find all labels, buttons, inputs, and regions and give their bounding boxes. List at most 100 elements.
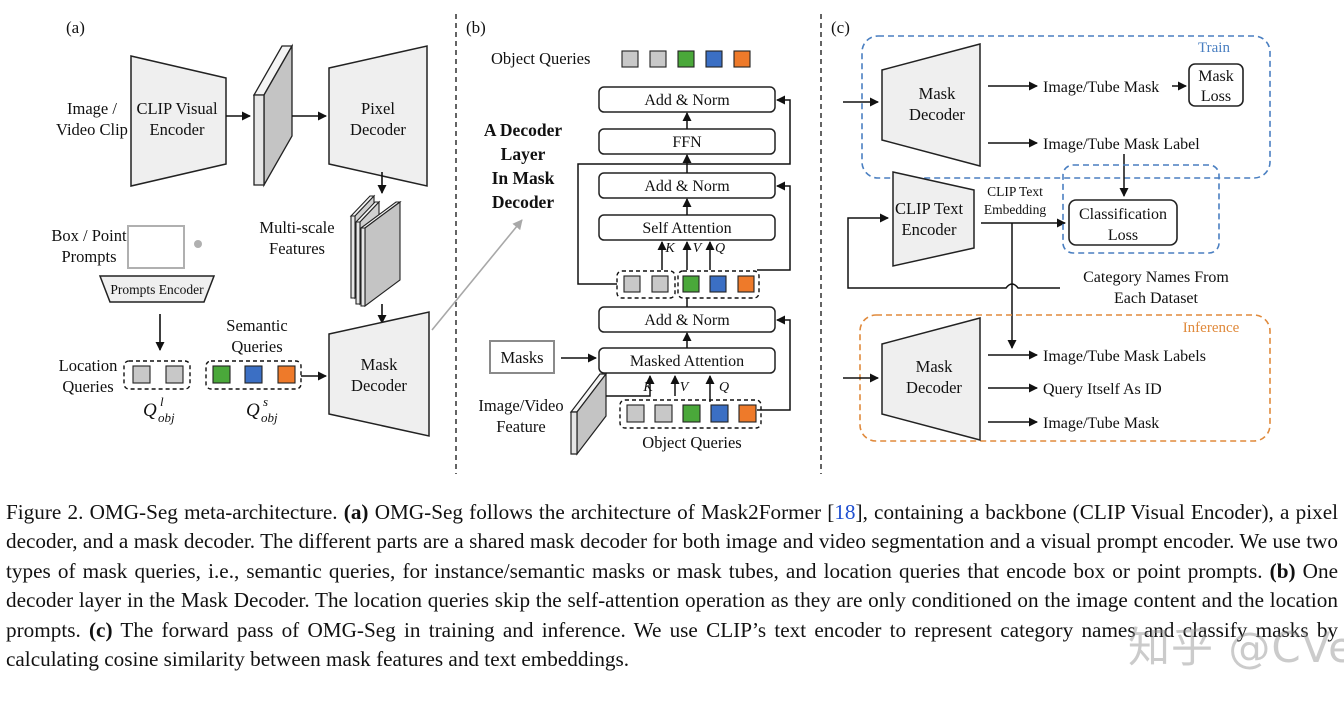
location-queries-group xyxy=(123,360,191,390)
classification-loss-line2: Loss xyxy=(1108,227,1138,244)
input-label-line2: Video Clip xyxy=(56,120,128,139)
caption-text-b: One decoder layer in the Mask Decoder. T… xyxy=(6,558,1338,642)
point-prompt-dot xyxy=(194,240,202,248)
add-norm-low-label: Add & Norm xyxy=(644,312,730,329)
clip-text-encoder-block xyxy=(892,171,975,267)
ffn-label: FFN xyxy=(672,134,702,151)
output-query-token xyxy=(649,50,667,68)
cls-loss-region xyxy=(1062,164,1220,254)
prompts-encoder-label: Prompts Encoder xyxy=(110,282,204,297)
middle-query-token xyxy=(709,275,727,293)
semantic-queries-line1: Semantic xyxy=(226,316,287,335)
input-query-token xyxy=(654,404,673,423)
middle-semantic-queries-group xyxy=(677,270,760,299)
image-video-feature-slab xyxy=(569,372,608,456)
output-query-token xyxy=(733,50,751,68)
clip-text-embedding-line1: CLIP Text xyxy=(987,184,1043,199)
add-norm-mid-label: Add & Norm xyxy=(644,178,730,195)
feature-label-line1: Image/Video xyxy=(478,396,563,415)
middle-query-token xyxy=(682,275,700,293)
backbone-feature-map xyxy=(252,43,294,188)
clip-visual-encoder-block xyxy=(130,55,227,187)
panel-c: (c) Train Mask Decoder Image/Tube Mask M… xyxy=(831,18,1271,442)
train-label: Train xyxy=(1198,40,1230,56)
inference-out-query-id: Query Itself As ID xyxy=(1043,381,1162,398)
caption-reference-link[interactable]: 18 xyxy=(834,500,856,524)
location-queries-line2: Queries xyxy=(62,377,113,396)
omg-seg-architecture-figure: (a) Image / Video Clip CLIP Visual Encod… xyxy=(51,14,1271,474)
masked-attn-v-label: V xyxy=(680,380,690,395)
clip-visual-encoder-line2: Encoder xyxy=(150,120,205,139)
mask-decoder-line1: Mask xyxy=(361,355,398,374)
bottom-object-queries-group xyxy=(619,399,762,429)
middle-query-token xyxy=(651,275,669,293)
caption-text-a1: OMG-Seg follows the architecture of Mask… xyxy=(368,500,835,524)
semantic-query-token-orange xyxy=(277,365,296,384)
inference-label: Inference xyxy=(1183,320,1240,336)
feature-label-line2: Feature xyxy=(496,417,545,436)
inference-mask-decoder-line1: Mask xyxy=(916,357,953,376)
masked-attn-q-label: Q xyxy=(719,380,729,395)
mask-loss-box xyxy=(1188,63,1244,107)
self-attn-v-label: V xyxy=(693,241,703,256)
output-query-token xyxy=(705,50,723,68)
q-semantic-symbol: Q xyxy=(246,400,260,421)
classification-loss-box xyxy=(1068,199,1178,246)
input-label-line1: Image / xyxy=(67,99,117,118)
mask-decoder-line2: Decoder xyxy=(351,376,407,395)
masks-box xyxy=(489,340,555,374)
q-location-sub: obj xyxy=(158,410,175,425)
semantic-queries-group xyxy=(205,360,302,390)
caption-text-a2: ], containing a backbone (CLIP Visual En… xyxy=(6,500,1338,583)
object-queries-bottom-label: Object Queries xyxy=(642,433,741,452)
mask-loss-line1: Mask xyxy=(1198,68,1234,85)
decoder-layer-title-line2: Layer xyxy=(501,144,546,164)
residual-ffn xyxy=(687,95,791,165)
inference-mask-decoder-line2: Decoder xyxy=(906,378,962,397)
residual-self-attn xyxy=(757,181,791,271)
decoder-layer-title-line1: A Decoder xyxy=(484,120,562,140)
location-query-skip xyxy=(577,163,687,285)
train-mask-decoder-line1: Mask xyxy=(919,84,956,103)
output-query-token xyxy=(621,50,639,68)
zhihu-watermark: 知乎 @CVer xyxy=(1128,623,1344,672)
box-prompt-rect xyxy=(127,225,185,269)
output-query-token xyxy=(677,50,695,68)
location-query-token xyxy=(165,365,184,384)
location-query-token xyxy=(132,365,151,384)
decoder-layer-title-line4: Decoder xyxy=(492,192,554,212)
category-names-line2: Each Dataset xyxy=(1114,290,1199,307)
location-queries-line1: Location xyxy=(59,356,118,375)
tube-mask-label-text: Image/Tube Mask Label xyxy=(1043,136,1200,153)
masked-attn-k-label: K xyxy=(642,380,653,395)
clip-visual-encoder-line1: CLIP Visual xyxy=(136,99,217,118)
train-region xyxy=(861,35,1271,179)
caption-label: Figure 2. OMG-Seg meta-architecture. xyxy=(6,500,344,524)
middle-location-queries-group xyxy=(616,270,676,299)
multi-scale-label-line1: Multi-scale xyxy=(259,218,334,237)
self-attn-k-label: K xyxy=(664,241,675,256)
caption-c-tag: (c) xyxy=(89,617,113,642)
middle-query-token xyxy=(737,275,755,293)
self-attn-q-label: Q xyxy=(715,241,725,256)
decoder-layer-title-line3: In Mask xyxy=(492,168,555,188)
mask-loss-line2: Loss xyxy=(1201,88,1231,105)
tube-mask-label: Image/Tube Mask xyxy=(1043,79,1159,96)
input-query-token xyxy=(682,404,701,423)
clip-text-encoder-line1: CLIP Text xyxy=(895,199,963,218)
inference-out-labels: Image/Tube Mask Labels xyxy=(1043,348,1206,365)
clip-text-embedding-line2: Embedding xyxy=(984,202,1046,217)
input-query-token xyxy=(738,404,757,423)
masks-label: Masks xyxy=(500,348,543,367)
category-names-line1: Category Names From xyxy=(1083,269,1229,286)
inference-out-mask: Image/Tube Mask xyxy=(1043,415,1159,432)
add-norm-top-label: Add & Norm xyxy=(644,92,730,109)
q-semantic-sup: s xyxy=(263,394,268,409)
inference-mask-decoder-block xyxy=(881,317,981,441)
train-mask-decoder-block xyxy=(881,43,981,167)
input-query-token xyxy=(710,404,729,423)
semantic-queries-line2: Queries xyxy=(231,337,282,356)
q-location-symbol: Q xyxy=(143,400,157,421)
pixel-decoder-line2: Decoder xyxy=(350,120,406,139)
caption-text-c: The forward pass of OMG-Seg in training … xyxy=(6,617,1339,672)
